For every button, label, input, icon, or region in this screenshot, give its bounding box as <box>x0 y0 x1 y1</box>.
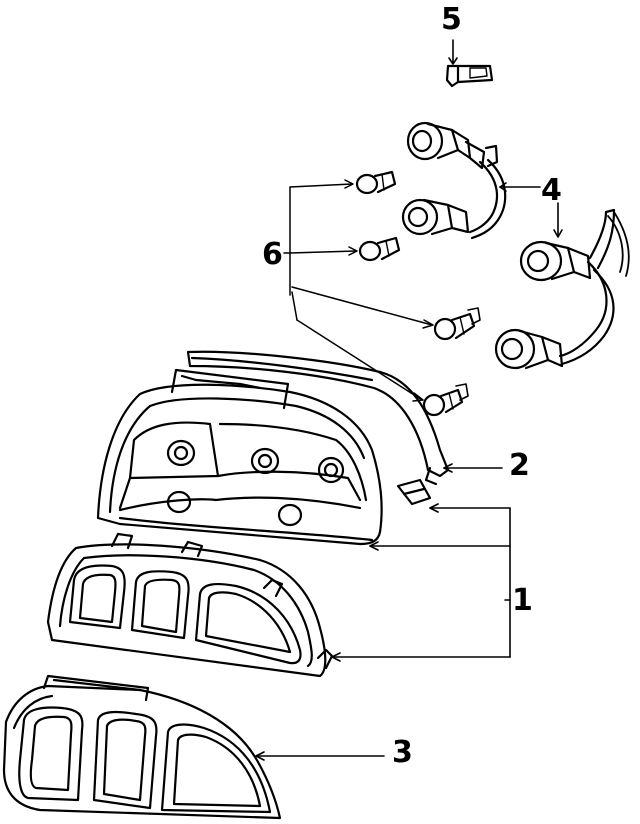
callout-part-4: 4 <box>541 173 562 208</box>
callout-part-3: 3 <box>392 735 413 770</box>
part4-socket-harness-right <box>494 202 630 370</box>
part3-outer-lens <box>2 674 385 820</box>
part6-leader-lines <box>283 179 434 402</box>
part6-bulbs <box>355 170 481 417</box>
part4-socket-harness-upper <box>401 121 541 240</box>
part5-clip <box>445 39 494 88</box>
part1-leader-lines <box>369 503 511 658</box>
callout-part-1: 1 <box>512 583 533 618</box>
callout-part-2: 2 <box>509 448 530 483</box>
callout-part-5: 5 <box>441 2 462 37</box>
part2-housing <box>186 350 503 506</box>
part1-lens-frame <box>46 532 511 678</box>
callout-part-6: 6 <box>262 237 283 272</box>
part1-lamp-assembly <box>96 368 383 546</box>
